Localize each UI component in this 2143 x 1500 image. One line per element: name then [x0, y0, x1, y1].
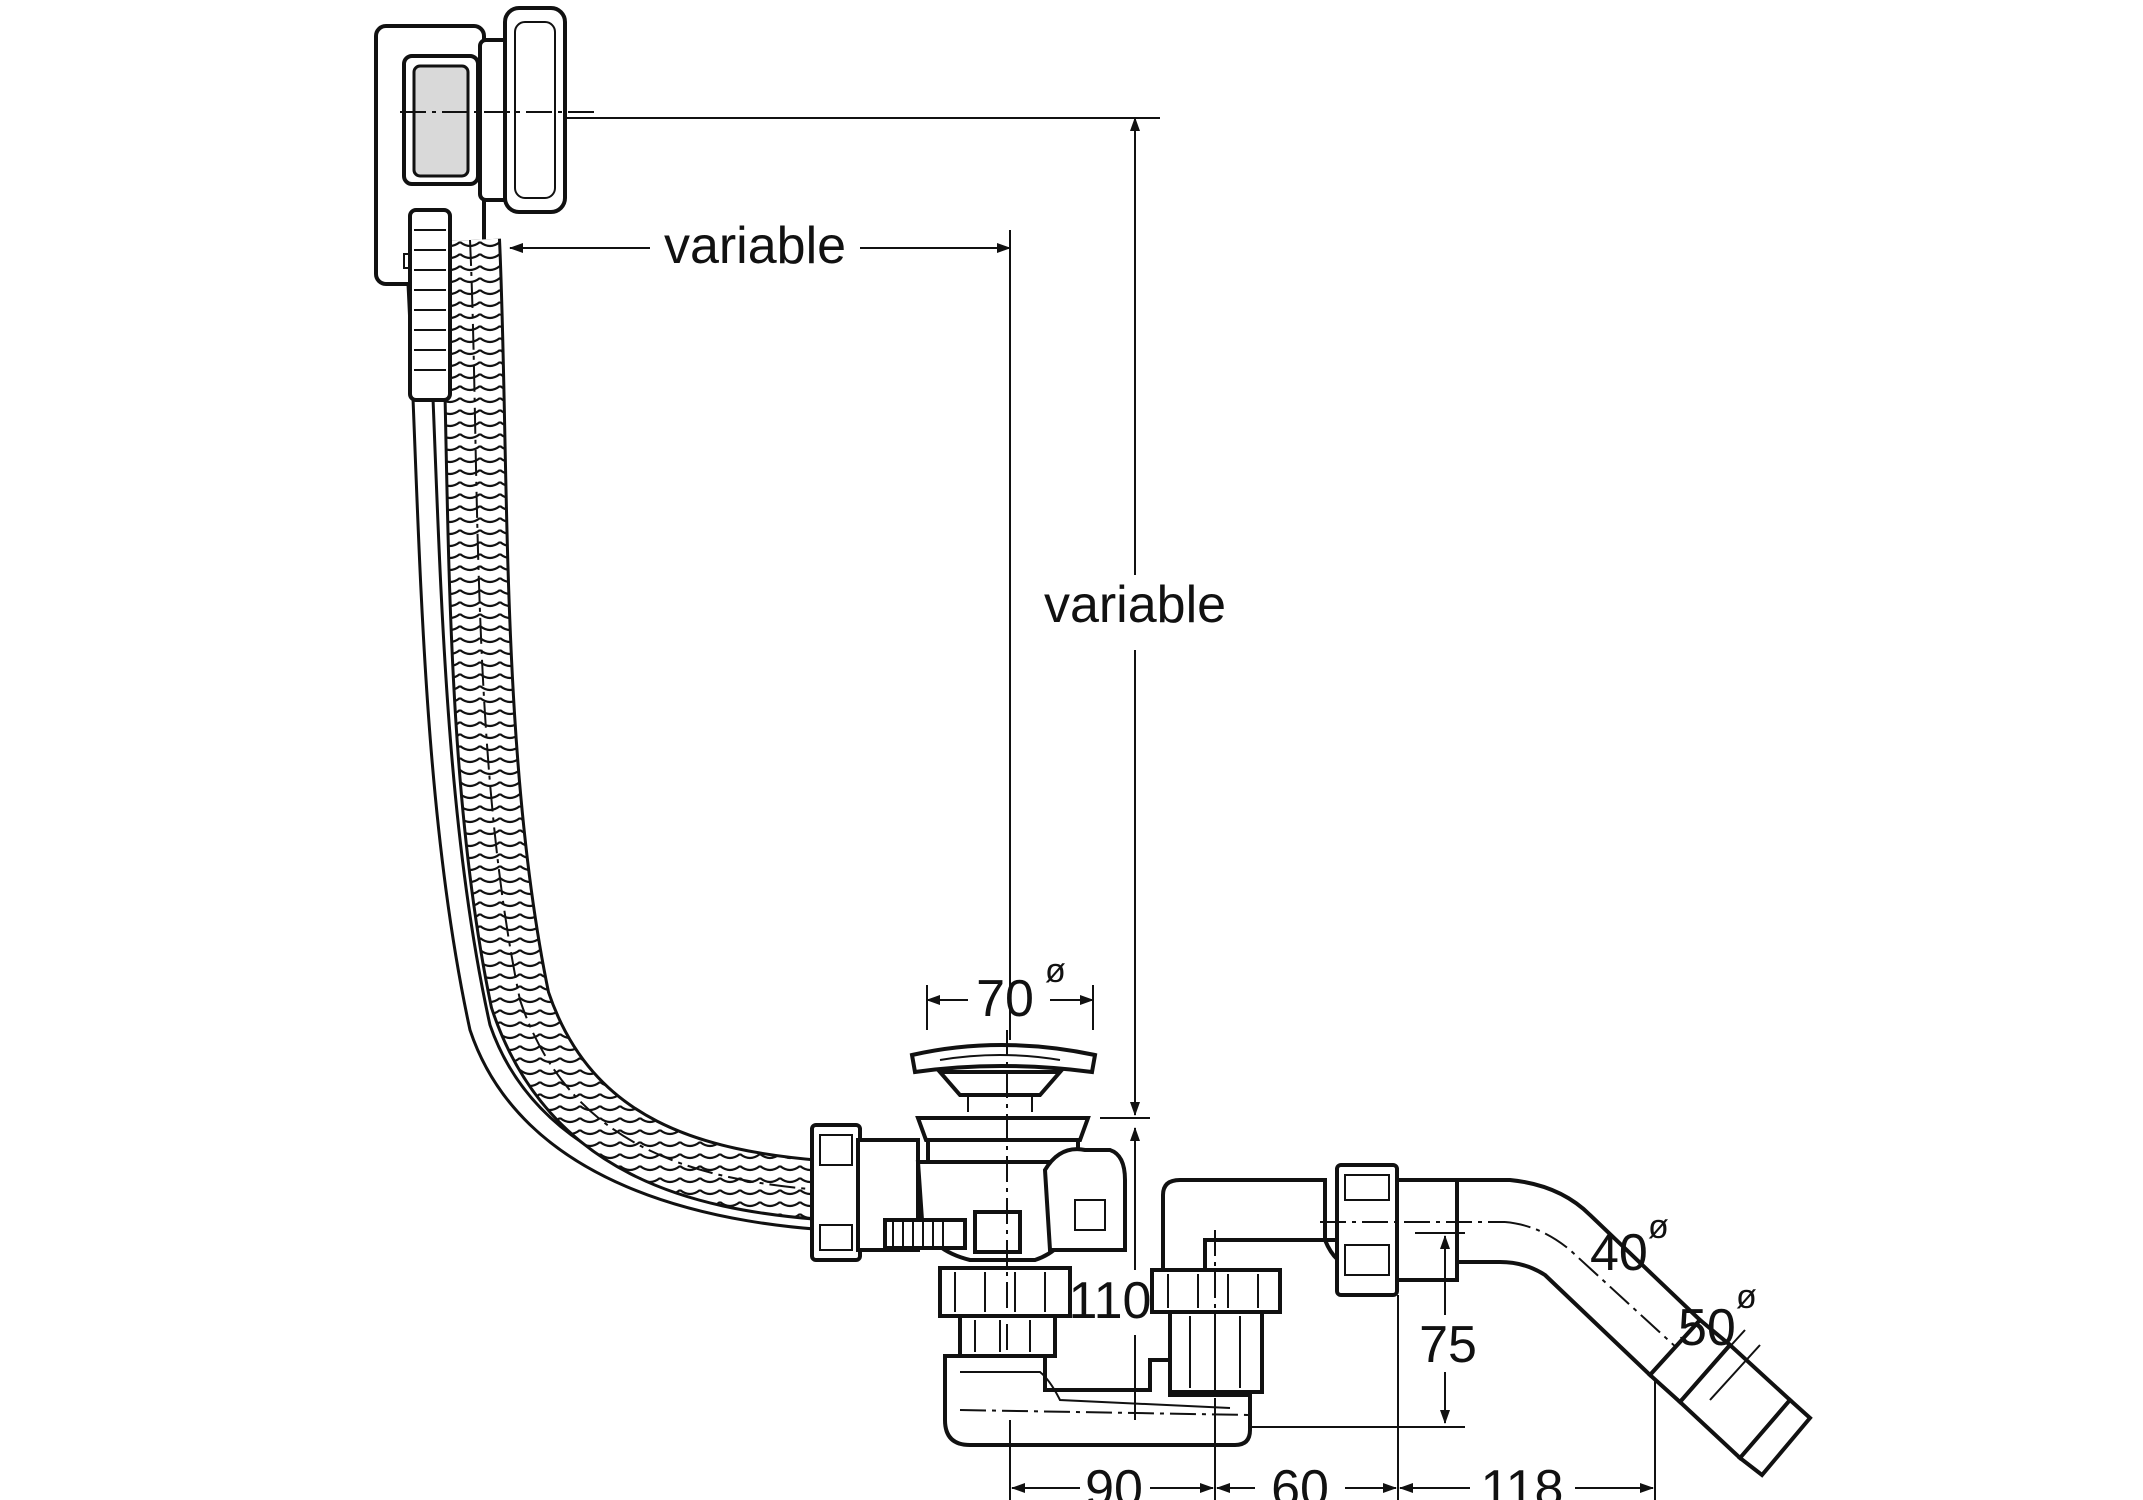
dim-outlet-40: 40 — [1590, 1224, 1648, 1282]
trap-siphon — [943, 1178, 1397, 1447]
dim-drain-diameter: 70 — [976, 970, 1034, 1028]
dim-drain-diameter-symbol: ø — [1045, 952, 1066, 990]
dim-height-75: 75 — [1419, 1316, 1477, 1374]
dim-distance-60: 60 — [1271, 1460, 1329, 1500]
dim-horizontal-variable: variable — [664, 217, 846, 275]
overflow-head — [374, 6, 600, 286]
outlet-elbow — [1320, 1163, 1813, 1478]
dim-outlet-50-symbol: ø — [1736, 1278, 1757, 1316]
dim-distance-90: 90 — [1085, 1460, 1143, 1500]
drain-valve-body — [883, 1030, 1127, 1410]
dimension-lines — [509, 117, 1656, 1500]
dim-vertical-variable: variable — [1044, 576, 1226, 634]
dim-outlet-50: 50 — [1678, 1299, 1736, 1357]
flexible-corrugated-hose — [406, 208, 881, 1234]
dim-height-110: 110 — [1069, 1272, 1152, 1330]
dim-distance-118: 118 — [1481, 1460, 1564, 1500]
dim-outlet-40-symbol: ø — [1648, 1208, 1669, 1246]
